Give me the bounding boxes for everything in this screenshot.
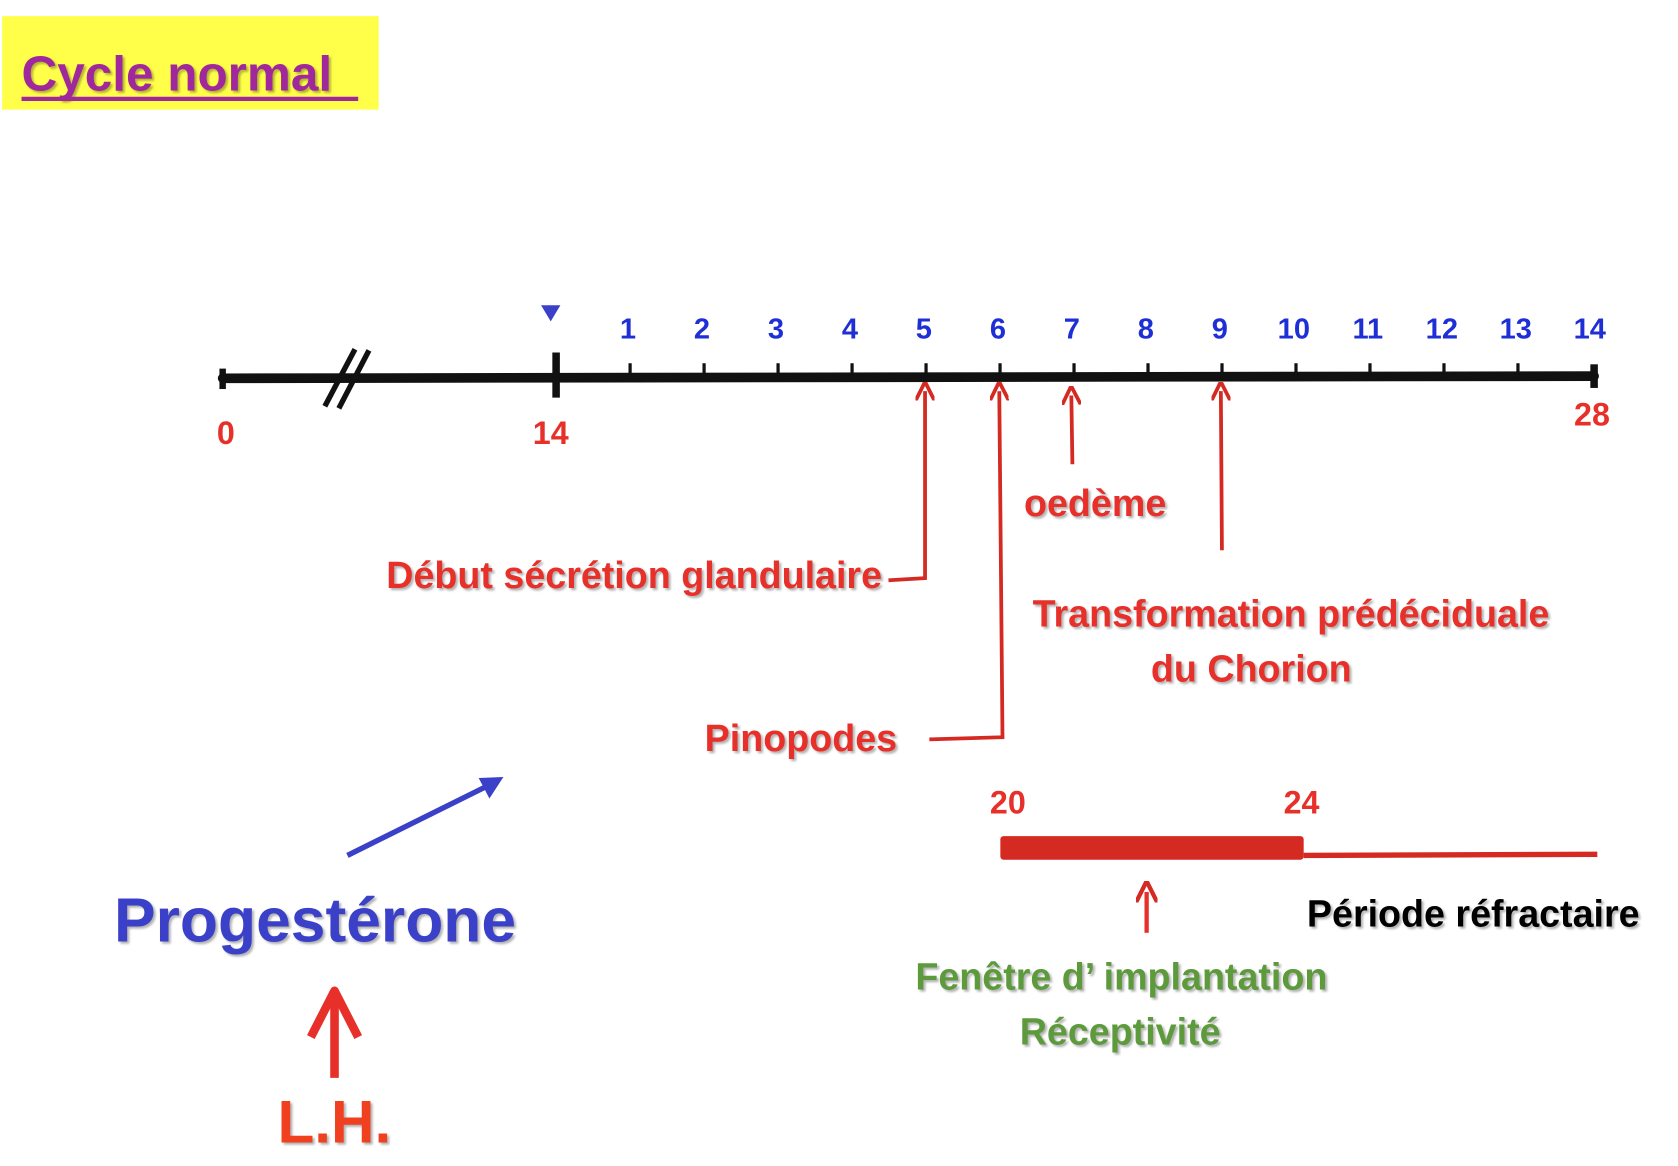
oedema-label: oedème (1024, 482, 1166, 524)
window-start-label: 20 (990, 785, 1026, 821)
day-label: 5 (916, 314, 932, 346)
day-label: 12 (1426, 314, 1458, 346)
transformation-label-line2: du Chorion (1151, 647, 1352, 689)
day-label: 10 (1278, 314, 1310, 346)
ovulation-marker-icon (541, 305, 561, 322)
pinopodes-label: Pinopodes (705, 717, 897, 759)
day-label: 14 (1574, 314, 1606, 346)
day-label: 4 (842, 314, 858, 346)
axis-break-mark (322, 348, 358, 408)
axis-label-14: 14 (533, 415, 569, 451)
day-label: 3 (768, 314, 784, 346)
day-label: 7 (1064, 314, 1080, 346)
refractory-period-label: Période réfractaire (1307, 892, 1640, 934)
glandular-secretion-label: Début sécrétion glandulaire (386, 554, 882, 596)
title-background (2, 16, 379, 110)
day-label: 11 (1352, 314, 1383, 346)
axis-label-0: 0 (217, 415, 235, 451)
axis-break-mark (336, 349, 372, 410)
day-label: 6 (990, 314, 1006, 346)
timeline-axis (217, 348, 1599, 410)
progesterone-label: Progestérone (114, 886, 516, 955)
transformation-label: Transformation prédéciduale (1033, 593, 1550, 635)
day-label: 8 (1138, 314, 1154, 346)
implantation-window-label: Fenêtre d’ implantation (915, 956, 1327, 998)
oedema-arrow-icon (1071, 395, 1072, 465)
day-label: 13 (1500, 314, 1532, 346)
axis-label-28: 28 (1574, 397, 1610, 433)
glandular-arrow-icon (888, 391, 925, 583)
receptivity-label: Réceptivité (1020, 1011, 1221, 1053)
day-label: 1 (620, 314, 636, 346)
lh-arrowhead-icon (307, 986, 363, 1039)
implantation-window-bar (1000, 836, 1304, 860)
progesterone-increase-arrow-icon (346, 778, 499, 858)
refractory-period-line (1303, 851, 1598, 859)
day-label: 9 (1212, 314, 1228, 346)
pinopodes-arrow-icon (929, 391, 1002, 742)
page-title: Cycle normal (22, 46, 333, 101)
window-end-label: 24 (1284, 785, 1320, 821)
lh-label: L.H. (278, 1088, 392, 1155)
day-label: 2 (694, 314, 710, 346)
progesterone-arrowhead-icon (478, 776, 504, 799)
transformation-arrow-icon (1221, 391, 1222, 551)
